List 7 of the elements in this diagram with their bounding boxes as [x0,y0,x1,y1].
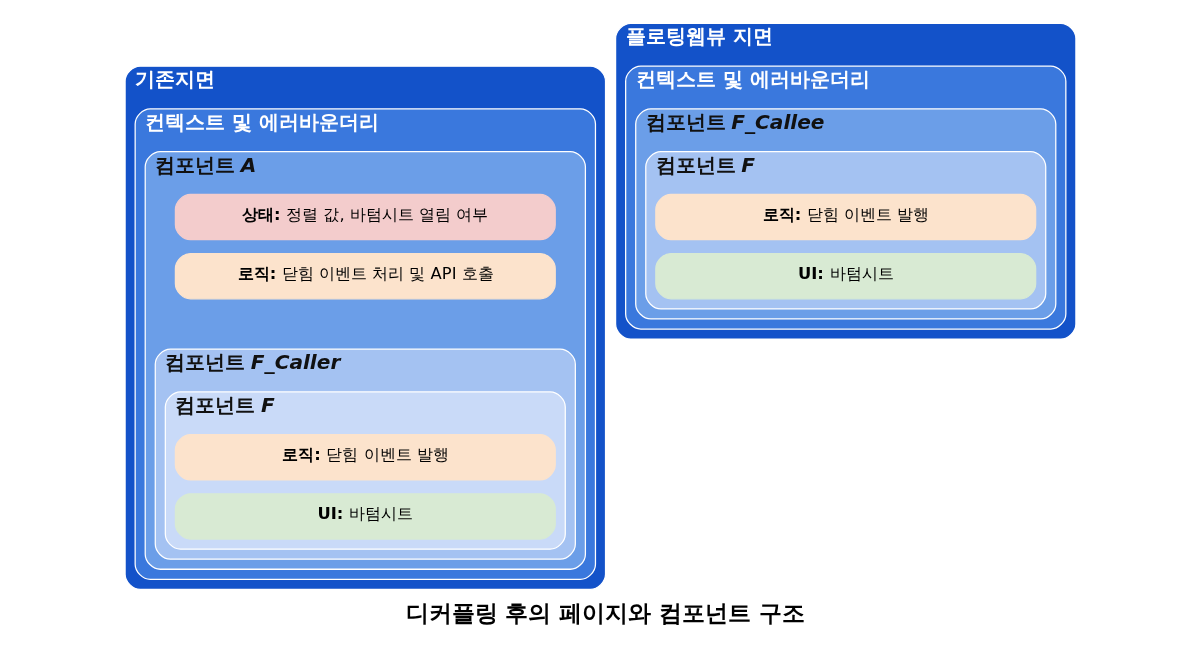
node-box: 상태: 정렬 값, 바텀시트 열림 여부 [174,193,556,241]
node-box: 로직: 닫힘 이벤트 발행 [174,434,556,481]
node-box: UI: 바텀시트 [174,493,556,540]
caption: 디커플링 후의 페이지와 컴포넌트 구조 [405,600,805,627]
node-box: 로직: 닫힘 이벤트 발행 [654,193,1036,241]
node-box: UI: 바텀시트 [654,252,1036,300]
node-box: 로직: 닫힘 이벤트 처리 및 API 호출 [174,252,556,300]
